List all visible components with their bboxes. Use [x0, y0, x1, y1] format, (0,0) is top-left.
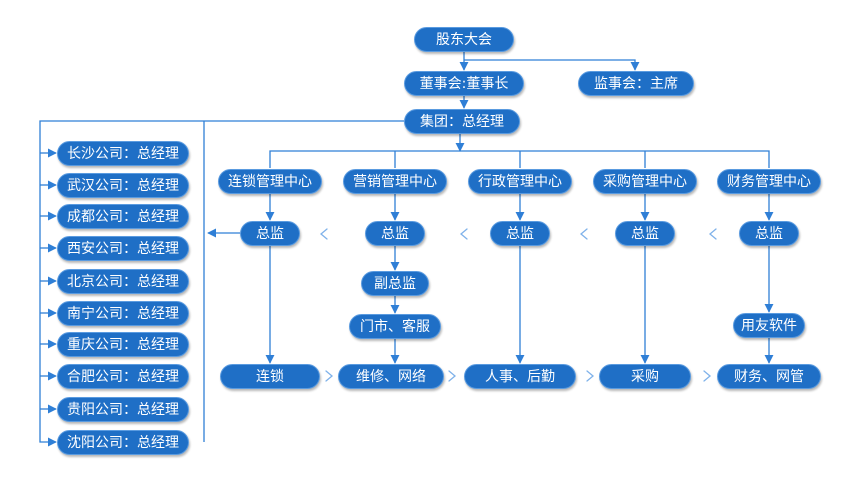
dept-chain: 连锁 — [220, 364, 320, 389]
center-purchasing: 采购管理中心 — [593, 169, 697, 194]
director-admin: 总监 — [490, 221, 550, 246]
dept-repair-network: 维修、网络 — [338, 364, 444, 389]
center-finance: 财务管理中心 — [717, 169, 821, 194]
branch-xian: 西安公司：总经理 — [57, 236, 189, 261]
director-purchasing: 总监 — [615, 221, 675, 246]
supervisors-node: 监事会：主席 — [578, 71, 694, 96]
shareholders-node: 股东大会 — [414, 27, 514, 52]
deputy-director: 副总监 — [361, 271, 429, 296]
branch-guiyang: 贵阳公司：总经理 — [57, 397, 189, 422]
branch-nanning: 南宁公司：总经理 — [57, 301, 189, 326]
dept-hr-logistics: 人事、后勤 — [464, 364, 576, 389]
director-marketing: 总监 — [365, 221, 425, 246]
group-node: 集团：总经理 — [404, 109, 520, 134]
center-admin: 行政管理中心 — [468, 169, 572, 194]
board-node: 董事会:董事长 — [404, 71, 524, 96]
yonyou-software: 用友软件 — [733, 313, 805, 338]
branch-wuhan: 武汉公司：总经理 — [57, 173, 189, 198]
branch-chongqing: 重庆公司：总经理 — [57, 332, 189, 357]
branch-changsha: 长沙公司：总经理 — [57, 141, 189, 166]
center-chain: 连锁管理中心 — [218, 169, 322, 194]
store-service: 门市、客服 — [349, 314, 441, 339]
branch-beijing: 北京公司：总经理 — [57, 269, 189, 294]
director-chain: 总监 — [240, 221, 300, 246]
dept-finance-netadmin: 财务、网管 — [717, 364, 821, 389]
branch-shenyang: 沈阳公司：总经理 — [57, 430, 189, 455]
center-marketing: 营销管理中心 — [343, 169, 447, 194]
branch-chengdu: 成都公司：总经理 — [57, 204, 189, 229]
dept-purchasing: 采购 — [599, 364, 691, 389]
director-finance: 总监 — [739, 221, 799, 246]
branch-hefei: 合肥公司：总经理 — [57, 364, 189, 389]
